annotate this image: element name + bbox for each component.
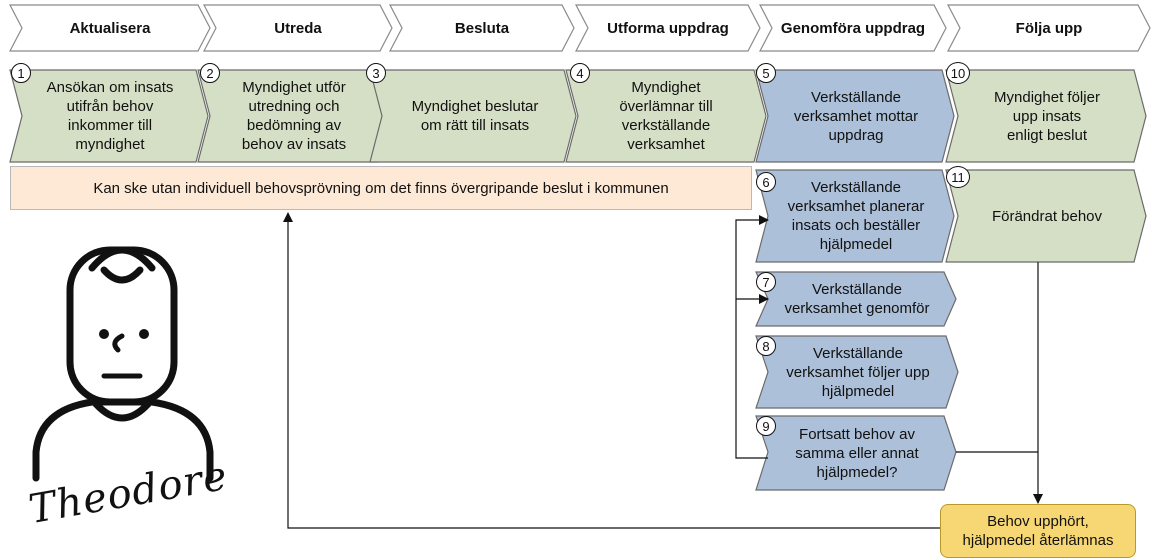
step-10-shape [945, 69, 1147, 163]
step-number-6: 6 [756, 172, 776, 192]
phase-chevron-1 [9, 4, 211, 52]
end-box-text: Behov upphört, hjälpmedel återlämnas [962, 513, 1114, 549]
step-11-shape [945, 169, 1147, 263]
phase-chevron-6 [947, 4, 1151, 52]
step-4-shape [565, 69, 767, 163]
step-number-1: 1 [11, 63, 31, 83]
note-text: Kan ske utan individuell behovsprövning … [93, 179, 669, 197]
phase-label-aktualisera: Aktualisera [69, 19, 151, 37]
phase-chevron-4 [575, 4, 761, 52]
phase-chevrons [9, 4, 1151, 52]
persona-eyes [99, 329, 149, 339]
phase-chevron-3 [389, 4, 575, 52]
step-8-text: Verkställande verksamhet följer upp hjäl… [786, 344, 930, 400]
step-3-shape [369, 69, 577, 163]
step-11-text: Förändrat behov [991, 207, 1103, 225]
step-7-text: Verkställande verksamhet genomför [784, 281, 930, 317]
phase-chevron-5 [759, 4, 947, 52]
loop-back-line [735, 215, 769, 459]
phase-chevron-2 [203, 4, 393, 52]
note-box: Kan ske utan individuell behovsprövning … [10, 166, 752, 210]
step-number-3: 3 [366, 63, 386, 83]
step-6-text: Verkställande verksamhet planerar insats… [787, 179, 925, 253]
step-8-shape [755, 335, 959, 409]
phase-label-genomfora-uppdrag: Genomföra uppdrag [780, 19, 926, 37]
step-number-10: 10 [946, 62, 970, 84]
end-to-note-arrow [283, 212, 940, 529]
step-number-2: 2 [200, 63, 220, 83]
step-5-text: Verkställande verksamhet mottar uppdrag [793, 88, 919, 144]
step-5-shape [755, 69, 955, 163]
step-3-text: Myndighet beslutar om rätt till insats [411, 98, 539, 134]
phase-label-besluta: Besluta [454, 19, 510, 37]
step-9-shape [755, 415, 957, 491]
step-number-5: 5 [756, 63, 776, 83]
step-1-text: Ansökan om insats utifrån behov inkommer… [46, 79, 174, 153]
step-10-text: Myndighet följer upp insats enligt beslu… [994, 88, 1100, 144]
step-4-text: Myndighet överlämnar till verkställande … [619, 79, 713, 153]
phase-label-folja-upp: Följa upp [1015, 19, 1083, 37]
step-2-text: Myndighet utför utredning och bedömning … [241, 79, 347, 153]
connectors [283, 212, 1043, 529]
step-number-11: 11 [946, 166, 970, 188]
end-box: Behov upphört, hjälpmedel återlämnas [940, 504, 1136, 558]
step-1-shape [9, 69, 209, 163]
step-number-4: 4 [570, 63, 590, 83]
persona-icon [32, 246, 214, 482]
step-number-8: 8 [756, 336, 776, 356]
step-shapes [9, 69, 1147, 491]
step-number-9: 9 [756, 416, 776, 436]
step-9-text: Fortsatt behov av samma eller annat hjäl… [795, 425, 919, 481]
phase-label-utreda: Utreda [274, 19, 322, 37]
phase-label-utforma-uppdrag: Utforma uppdrag [607, 19, 729, 37]
step-number-7: 7 [756, 272, 776, 292]
